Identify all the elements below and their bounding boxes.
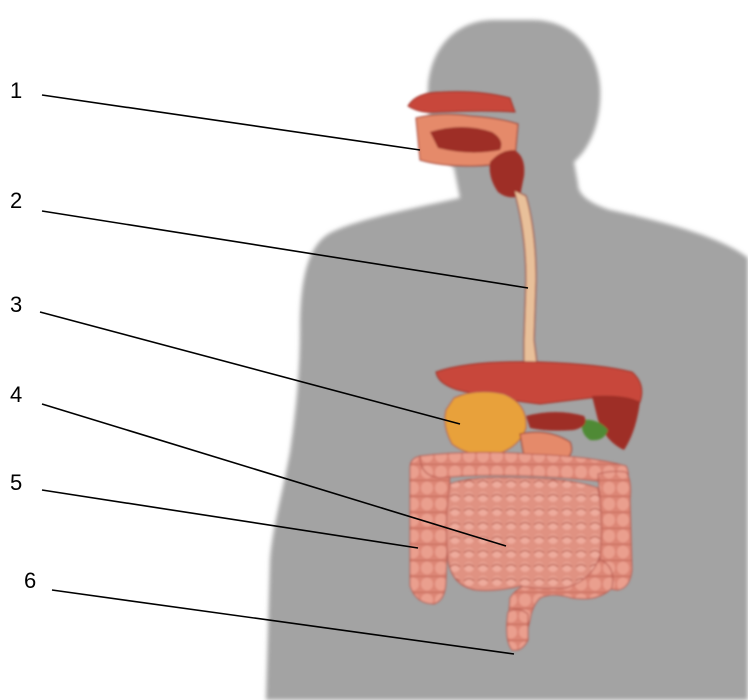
leader-line-1 [42,95,420,150]
label-5: 5 [10,472,22,494]
pancreas [526,412,586,431]
rectum [507,609,528,650]
label-3: 3 [10,294,22,316]
ascending-colon [410,456,451,604]
label-1: 1 [10,80,22,102]
label-2: 2 [10,190,22,212]
label-4: 4 [10,384,22,406]
label-6: 6 [24,570,36,592]
